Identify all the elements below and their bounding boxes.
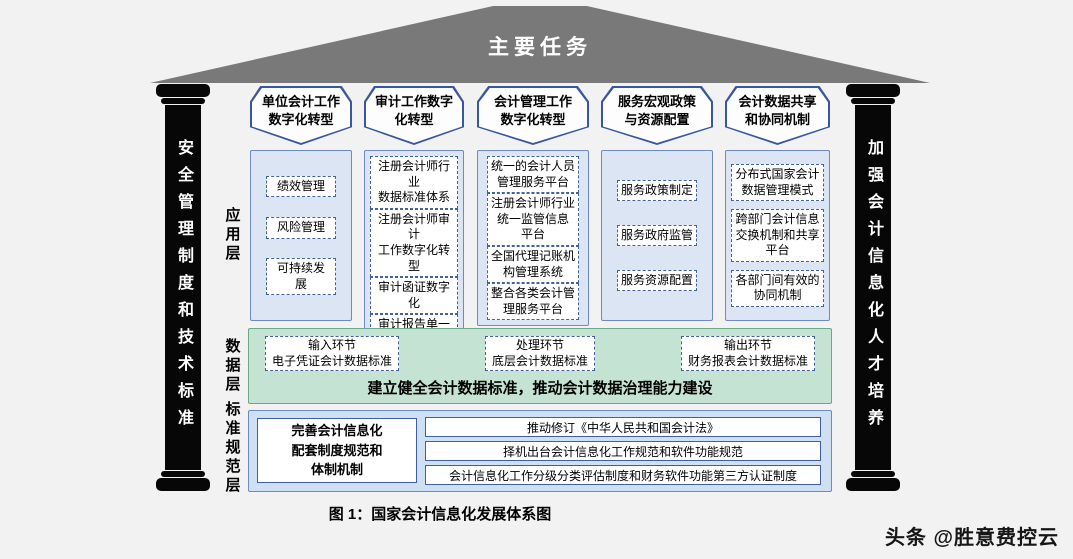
column-header: 会计管理工作 数字化转型 xyxy=(477,86,589,145)
app-column-audit: 审计工作数字 化转型 注册会计师行业 数据标准体系 注册会计师审计 工作数字化转… xyxy=(364,86,464,374)
column-body: 绩效管理 风险管理 可持续发 展 xyxy=(250,150,352,321)
left-pillar-label: 安全管理制度和技术标准 xyxy=(175,139,192,436)
application-layer-label-text: 应用层 xyxy=(223,207,241,264)
roof-title: 主要任务 xyxy=(488,36,592,59)
column-title: 会计数据共享 和协同机制 xyxy=(738,93,817,127)
left-pillar: 安全管理制度和技术标准 xyxy=(156,84,210,491)
app-column-macro-policy: 服务宏观政策 与资源配置 服务政策制定 服务政府监管 服务资源配置 xyxy=(601,86,713,321)
app-item: 审计函证数字化 xyxy=(370,277,458,315)
app-item: 各部门间有效的 协同机制 xyxy=(731,269,824,308)
column-header: 单位会计工作 数字化转型 xyxy=(250,86,352,145)
standard-layer-label: 标准规范层 xyxy=(218,400,246,496)
pillar-base xyxy=(156,478,210,491)
data-layer-label-text: 数据层 xyxy=(223,337,241,395)
column-title: 服务宏观政策 与资源配置 xyxy=(617,93,696,127)
column-title: 审计工作数字 化转型 xyxy=(374,93,453,127)
pillar-base-ridge xyxy=(161,471,205,477)
app-item: 注册会计师行业 统一监管信息 平台 xyxy=(486,193,579,246)
standard-rows: 推动修订《中华人民共和国会计法》 择机出台会计信息化工作规范和软件功能规范 会计… xyxy=(425,417,821,485)
app-item: 分布式国家会计 数据管理模式 xyxy=(731,163,824,202)
standard-row-accounting-law: 推动修订《中华人民共和国会计法》 xyxy=(425,417,821,437)
data-standard-input: 输入环节 电子凭证会计数据标准 xyxy=(265,336,400,372)
app-item: 注册会计师行业 数据标准体系 xyxy=(370,156,458,209)
app-item: 统一的会计人员 管理服务平台 xyxy=(486,156,579,194)
pillar-capital xyxy=(846,84,900,97)
data-standard-processing: 处理环节 底层会计数据标准 xyxy=(484,336,595,372)
application-layer-label: 应用层 xyxy=(218,150,246,321)
standard-layer-label-text: 标准规范层 xyxy=(223,400,241,496)
app-item: 整合各类会计管 理服务平台 xyxy=(486,283,579,321)
column-header: 审计工作数字 化转型 xyxy=(364,86,464,145)
standard-layer-panel: 完善会计信息化 配套制度规范和 体制机制 推动修订《中华人民共和国会计法》 择机… xyxy=(248,410,832,492)
column-body: 分布式国家会计 数据管理模式 跨部门会计信息 交换机制和共享 平台 各部门间有效… xyxy=(725,150,830,321)
pillar-base xyxy=(846,478,900,491)
app-item: 全国代理记账机 构管理系统 xyxy=(486,245,579,284)
column-title: 会计管理工作 数字化转型 xyxy=(493,93,572,127)
app-item: 风险管理 xyxy=(265,216,337,239)
pillar-shaft: 加强会计信息化人才培养 xyxy=(855,105,891,470)
app-item: 绩效管理 xyxy=(265,175,337,198)
pillar-shaft: 安全管理制度和技术标准 xyxy=(165,105,201,470)
app-item: 注册会计师审计 工作数字化转型 xyxy=(370,208,458,278)
app-item: 服务政策制定 xyxy=(616,179,697,202)
data-standard-boxes: 输入环节 电子凭证会计数据标准 处理环节 底层会计数据标准 输出环节 财务报表会… xyxy=(249,329,831,372)
app-column-unit-accounting: 单位会计工作 数字化转型 绩效管理 风险管理 可持续发 展 xyxy=(250,86,352,321)
app-item: 跨部门会计信息 交换机制和共享 平台 xyxy=(731,209,824,262)
column-body: 注册会计师行业 数据标准体系 注册会计师审计 工作数字化转型 审计函证数字化 审… xyxy=(364,150,464,374)
app-item: 服务资源配置 xyxy=(616,269,697,292)
app-item: 服务政府监管 xyxy=(616,224,697,247)
app-column-data-sharing: 会计数据共享 和协同机制 分布式国家会计 数据管理模式 跨部门会计信息 交换机制… xyxy=(725,86,830,321)
column-header: 会计数据共享 和协同机制 xyxy=(725,86,830,145)
app-item: 可持续发 展 xyxy=(265,258,337,296)
pillar-capital-ridge xyxy=(851,98,895,104)
app-column-accounting-management: 会计管理工作 数字化转型 统一的会计人员 管理服务平台 注册会计师行业 统一监管… xyxy=(477,86,589,327)
standard-row-certification: 会计信息化工作分级分类评估制度和财务软件功能第三方认证制度 xyxy=(425,465,821,485)
right-pillar: 加强会计信息化人才培养 xyxy=(846,84,900,491)
column-header: 服务宏观政策 与资源配置 xyxy=(601,86,713,145)
pillar-base-ridge xyxy=(851,471,895,477)
figure-caption: 图 1：国家会计信息化发展体系图 xyxy=(328,506,552,523)
data-standard-output: 输出环节 财务报表会计数据标准 xyxy=(680,336,815,372)
column-title: 单位会计工作 数字化转型 xyxy=(261,93,340,127)
data-layer-label: 数据层 xyxy=(218,328,246,404)
column-body: 服务政策制定 服务政府监管 服务资源配置 xyxy=(601,150,713,321)
data-layer-slogan: 建立健全会计数据标准，推动会计数据治理能力建设 xyxy=(367,380,713,398)
standard-left-box: 完善会计信息化 配套制度规范和 体制机制 xyxy=(257,418,417,483)
watermark-text: 头条 @胜意费控云 xyxy=(884,527,1059,549)
standard-row-work-specs: 择机出台会计信息化工作规范和软件功能规范 xyxy=(425,441,821,461)
data-layer-panel: 输入环节 电子凭证会计数据标准 处理环节 底层会计数据标准 输出环节 财务报表会… xyxy=(248,328,832,404)
pillar-capital xyxy=(156,84,210,97)
pillar-capital-ridge xyxy=(161,98,205,104)
column-body: 统一的会计人员 管理服务平台 注册会计师行业 统一监管信息 平台 全国代理记账机… xyxy=(477,150,589,327)
right-pillar-label: 加强会计信息化人才培养 xyxy=(865,139,882,436)
